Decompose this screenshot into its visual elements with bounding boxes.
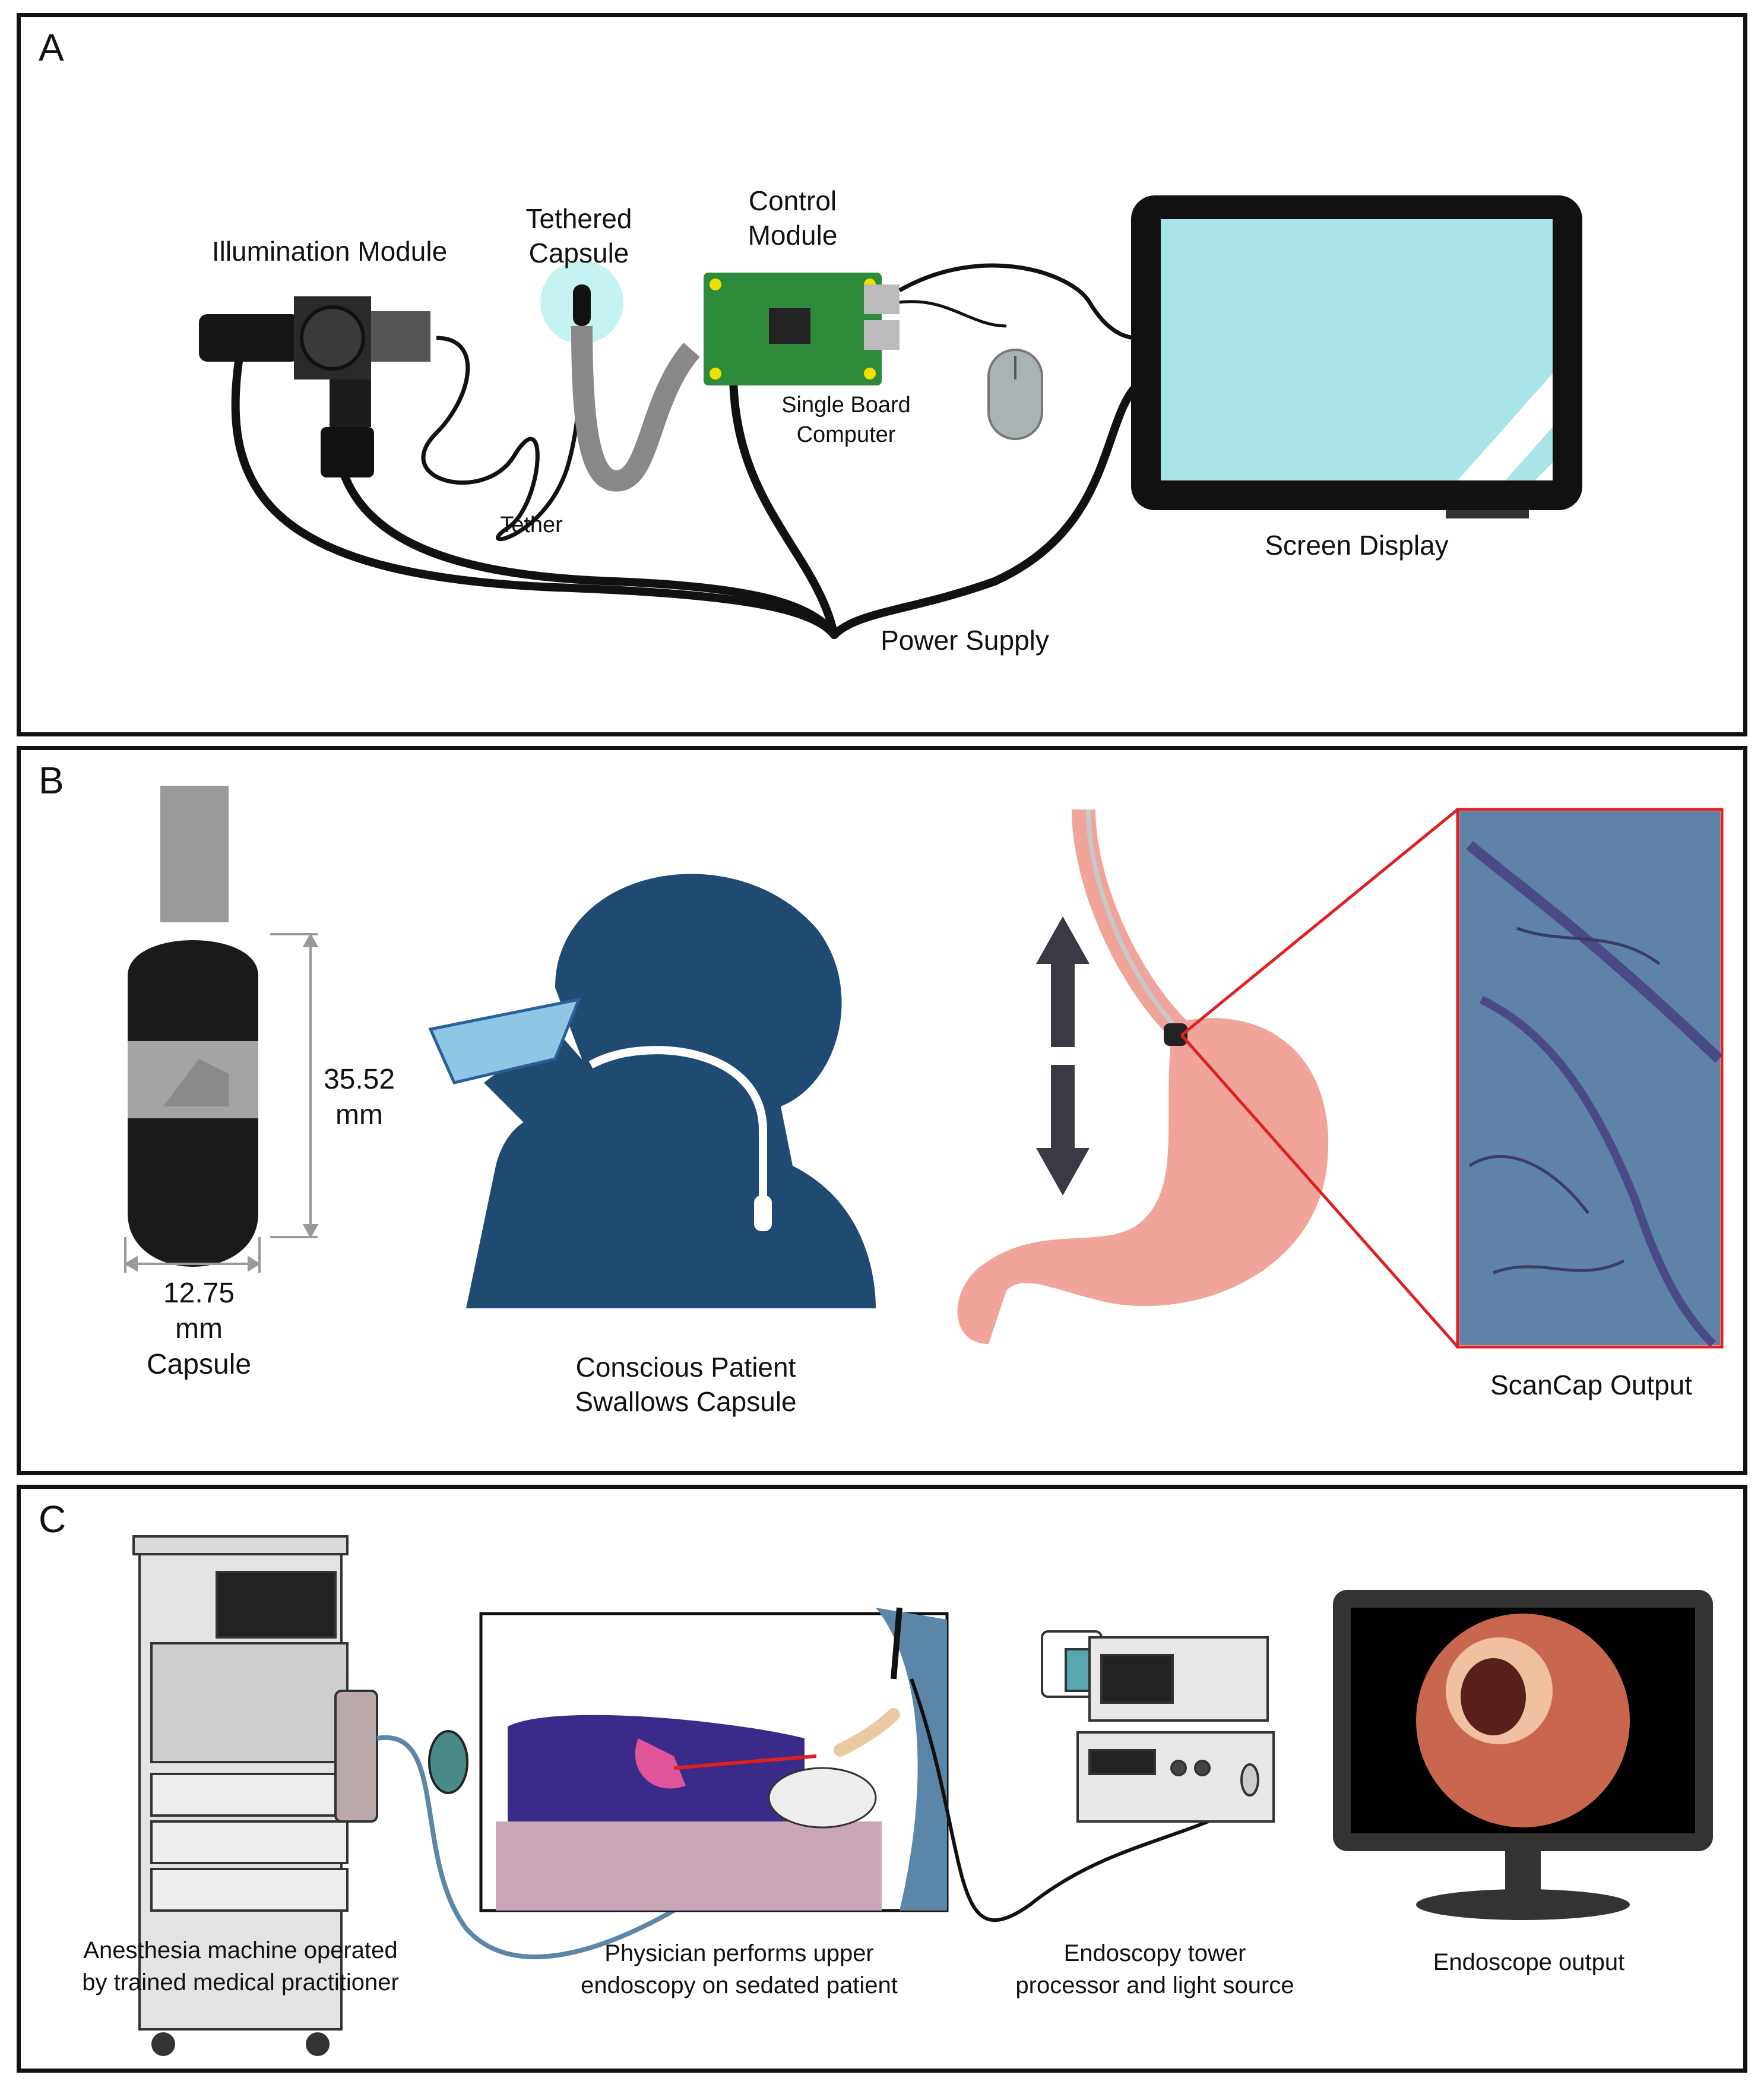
physician-label: Physician performs upper endoscopy on se… <box>581 1940 898 1998</box>
capsule-dimension-lines <box>124 932 319 1273</box>
tethered-capsule-illustration <box>540 261 700 492</box>
up-down-arrow-icon <box>1036 916 1090 1196</box>
capsule-height-label: 35.52 mm <box>323 1064 395 1131</box>
patient-swallows-label: Conscious Patient Swallows Capsule <box>575 1352 797 1417</box>
capsule-width-label: 12.75 mm <box>163 1277 235 1345</box>
panel-a: A <box>17 13 1747 736</box>
endoscopy-tower-label: Endoscopy tower processor and light sour… <box>1015 1940 1294 1998</box>
tethered-capsule-label: Tethered Capsule <box>525 203 632 268</box>
panel-c-letter: C <box>39 1498 66 1541</box>
power-supply-label: Power Supply <box>881 625 1049 656</box>
glass-of-water-icon <box>428 997 582 1084</box>
capsule-procedure-diagram <box>124 786 1724 1349</box>
panel-b-letter: B <box>39 759 64 802</box>
tether-cable <box>421 314 584 542</box>
anesthesia-machine-illustration <box>132 1535 378 2056</box>
panel-c: C <box>17 1485 1747 2073</box>
endoscope-cable <box>910 1678 1209 1922</box>
scancap-output-label: ScanCap Output <box>1490 1370 1693 1400</box>
panel-a-letter: A <box>39 26 64 69</box>
single-board-computer-label: Single Board Computer <box>781 393 911 447</box>
breathing-bag-icon <box>428 1730 468 1794</box>
stomach-illustration <box>957 809 1329 1344</box>
endoscopy-tower-illustration <box>1041 1630 1275 1823</box>
control-module-illustration <box>704 273 900 385</box>
screen-display-illustration <box>1131 195 1582 518</box>
scancap-output-image <box>1459 811 1723 1347</box>
endoscope-monitor-illustration <box>1333 1590 1713 1920</box>
capsule-illustration <box>128 786 258 1267</box>
capsule-label: Capsule <box>146 1349 252 1380</box>
endoscopy-setup-diagram <box>132 1535 1713 2056</box>
anesthesia-machine-label: Anesthesia machine operated by trained m… <box>82 1937 399 1995</box>
power-cables <box>231 346 1141 639</box>
illumination-module-label: Illumination Module <box>211 236 448 267</box>
mouse-illustration <box>899 300 1043 440</box>
tether-tube <box>588 1046 767 1201</box>
endoscope-output-label: Endoscope output <box>1433 1949 1625 1975</box>
screen-display-label: Screen Display <box>1265 530 1449 561</box>
control-module-label: Control Module <box>748 185 838 251</box>
illumination-module-illustration <box>199 296 430 477</box>
breathing-circuit-tube <box>376 1735 705 1959</box>
system-diagram <box>199 195 1582 639</box>
panel-b: B <box>17 746 1747 1475</box>
procedure-scene <box>479 1607 949 1912</box>
patient-silhouette <box>466 874 876 1308</box>
magnification-callout <box>1180 808 1724 1349</box>
tether-label: Tether <box>500 513 563 537</box>
